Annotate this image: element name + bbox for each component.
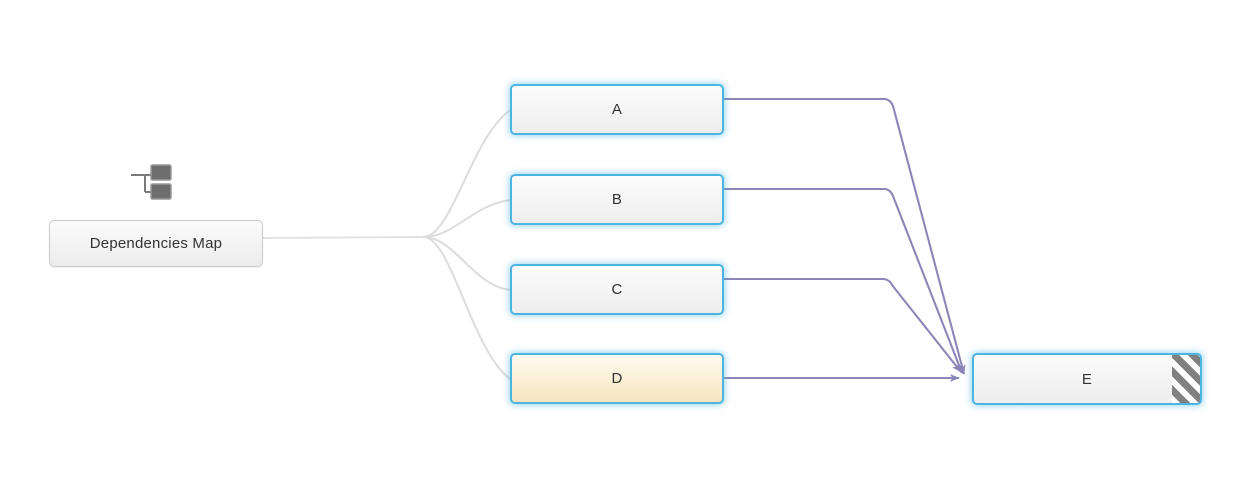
node-label: E bbox=[1081, 370, 1093, 388]
node-label: B bbox=[611, 191, 623, 208]
edge-a-to-e bbox=[724, 97, 966, 375]
edge-root-stub bbox=[262, 236, 424, 239]
node-label: C bbox=[611, 281, 623, 298]
edge-b-to-e bbox=[724, 187, 963, 374]
edge-root-to-b bbox=[422, 198, 511, 239]
node-a[interactable]: A bbox=[510, 84, 724, 135]
node-label: D bbox=[611, 370, 623, 387]
node-d[interactable]: D bbox=[510, 353, 724, 404]
node-label: A bbox=[611, 101, 623, 118]
edge-c-to-e bbox=[724, 277, 962, 373]
node-e[interactable]: E bbox=[972, 353, 1202, 405]
hierarchy-icon bbox=[131, 164, 172, 200]
node-b[interactable]: B bbox=[510, 174, 724, 225]
node-c[interactable]: C bbox=[510, 264, 724, 315]
node-label: Dependencies Map bbox=[89, 235, 223, 252]
hatch-pattern bbox=[1172, 355, 1200, 403]
node-dependencies-map[interactable]: Dependencies Map bbox=[49, 220, 263, 267]
edge-root-to-a bbox=[422, 109, 511, 239]
edge-root-to-d bbox=[422, 235, 511, 380]
edge-root-to-c bbox=[422, 235, 511, 292]
